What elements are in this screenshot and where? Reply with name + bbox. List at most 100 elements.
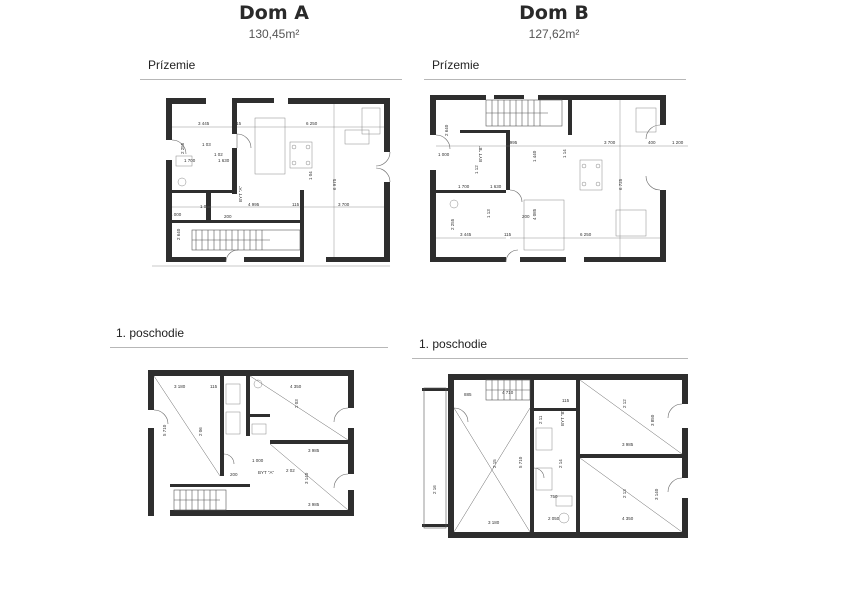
dim-1200: 1 200 (672, 140, 684, 145)
dim-2640: 2 640 (444, 124, 449, 136)
dim-5710: 5 710 (162, 424, 167, 436)
dim-4710: 4 710 (502, 390, 514, 395)
dim-1700: 1 700 (184, 158, 196, 163)
house-b-first-plan: 4 710 885 2 12 3 850 2 11 3 985 2 15 5 7… (422, 374, 688, 538)
dim-6250: 6 250 (580, 232, 592, 237)
dim-115: 115 (504, 232, 512, 237)
stair (173, 489, 227, 511)
dim-3445: 3 445 (460, 232, 472, 237)
room-113: 1 13 (486, 209, 491, 218)
room-206: 2 06 (198, 427, 203, 436)
house-a-first-plan: 3 180 4 350 2 06 2 03 5 710 3 985 3 140 … (148, 370, 354, 516)
stair-label: BYT "B" (560, 409, 565, 426)
dimension-lines (436, 100, 688, 257)
dim-6975: 6 975 (332, 178, 337, 190)
dim-4350: 4 350 (290, 384, 302, 389)
house-b-ground-plan: 4 995 3 700 1 200 400 1 440 1 14 6 725 1… (430, 95, 688, 263)
stair (485, 99, 563, 127)
balcony (423, 387, 447, 529)
room-202: 2 02 (286, 468, 295, 473)
dim-6250: 6 250 (306, 121, 318, 126)
house-b-first-label: 1. poschodie (419, 337, 488, 351)
dim-2255: 2 255 (180, 142, 185, 154)
dim-1000: 1 000 (252, 458, 264, 463)
dim-2255: 2 255 (450, 218, 455, 230)
room-212: 2 12 (622, 399, 627, 408)
house-b-title: Dom B (519, 2, 589, 24)
walls (422, 374, 688, 538)
dim-3985: 3 985 (622, 442, 634, 447)
stair (485, 379, 531, 401)
stair-label: BYT "A" (258, 470, 275, 475)
dim-3985b: 3 985 (308, 502, 320, 507)
house-a-first-label: 1. poschodie (116, 326, 185, 340)
furniture (449, 107, 657, 251)
dim-4350: 4 350 (622, 516, 634, 521)
furniture (175, 107, 381, 187)
dim-115: 115 (234, 121, 242, 126)
room-101: 1 01 (200, 204, 209, 209)
stair-label: BYT "A" (238, 185, 243, 202)
house-b-area: 127,62m² (528, 27, 580, 41)
dim-1000: 1 000 (170, 212, 182, 217)
dim-3445: 3 445 (198, 121, 210, 126)
house-b-ground-rule (424, 79, 686, 80)
room-213: 2 13 (622, 489, 627, 498)
doors (153, 407, 349, 489)
stair (191, 229, 301, 251)
walls (148, 370, 354, 516)
dim-885: 885 (464, 392, 472, 397)
dim-115: 115 (562, 398, 570, 403)
dim-2050: 2 050 (548, 516, 560, 521)
house-b-ground-label: Prízemie (432, 58, 480, 72)
stair-label: BYT "B" (478, 145, 483, 162)
dim-200: 200 (230, 472, 238, 477)
dim-3180: 3 180 (174, 384, 186, 389)
dim-200: 200 (224, 214, 232, 219)
room-112: 1 12 (474, 165, 479, 174)
dim-4995: 4 995 (506, 140, 518, 145)
dim-3140: 3 140 (654, 488, 659, 500)
dim-3140: 3 140 (304, 472, 309, 484)
dim-1000: 1 000 (438, 152, 450, 157)
dim-200: 200 (522, 214, 530, 219)
room-214: 2 14 (558, 459, 563, 468)
dim-1440: 1 440 (532, 150, 537, 162)
dim-3850: 3 850 (650, 414, 655, 426)
room-216: 2 16 (432, 485, 437, 494)
house-b-first-rule (412, 358, 688, 359)
dim-750: 750 (550, 494, 558, 499)
walls (430, 95, 666, 262)
house-a-first-rule (110, 347, 388, 348)
dim-115b: 115 (292, 202, 300, 207)
dim-4995: 4 995 (248, 202, 260, 207)
dim-3700: 3 700 (604, 140, 616, 145)
dim-3985: 3 985 (308, 448, 320, 453)
dim-6725: 6 725 (618, 178, 623, 190)
dim-400: 400 (648, 140, 656, 145)
diagonals (153, 375, 349, 511)
dim-1630: 1 630 (490, 184, 502, 189)
diagonals (453, 379, 683, 533)
dim-3700: 3 700 (338, 202, 350, 207)
dim-1630: 1 630 (218, 158, 230, 163)
house-a-ground-plan: 3 445 115 6 250 1 630 1 700 4 995 3 700 … (152, 98, 391, 267)
dim-3180: 3 180 (488, 520, 500, 525)
dim-2640: 2 640 (176, 228, 181, 240)
doors (171, 133, 391, 263)
doors (435, 124, 661, 263)
room-211: 2 11 (538, 415, 543, 424)
dim-4085: 4 085 (532, 208, 537, 220)
dim-1700: 1 700 (458, 184, 470, 189)
walls (166, 98, 390, 262)
dim-5710: 5 710 (518, 456, 523, 468)
room-104: 1 04 (308, 171, 313, 180)
fixtures (225, 379, 267, 435)
house-a-title: Dom A (239, 2, 309, 24)
room-103: 1 03 (202, 142, 211, 147)
fixtures (535, 427, 573, 524)
doors (453, 403, 683, 493)
house-a-ground-rule (140, 79, 402, 80)
room-114: 1 14 (562, 149, 567, 158)
room-215: 2 15 (492, 459, 497, 468)
